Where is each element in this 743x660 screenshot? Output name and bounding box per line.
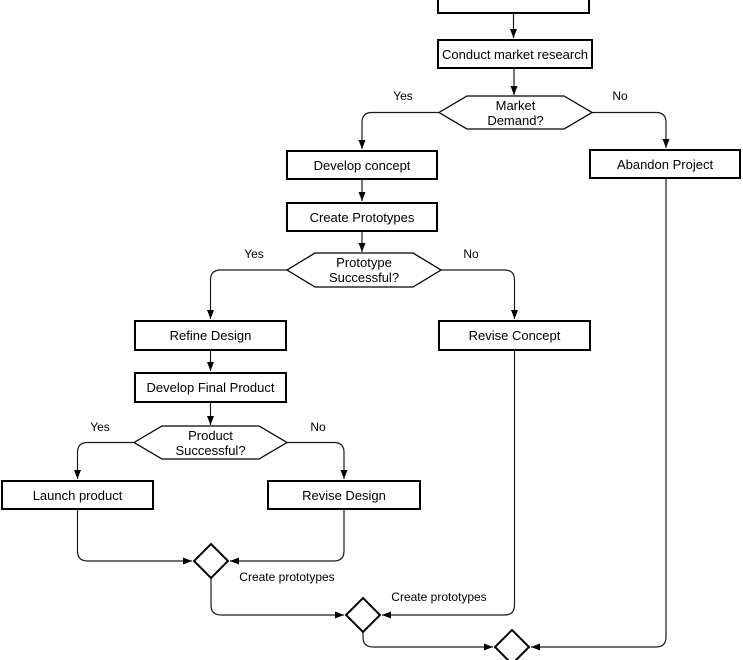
node-abandon-project[interactable]: Abandon Project xyxy=(589,149,741,179)
edge-label-market-no[interactable]: No xyxy=(612,89,628,103)
edge-label-prototype-no[interactable]: No xyxy=(463,247,479,261)
connector-prototype-yes[interactable] xyxy=(207,269,288,319)
edge-label-create-prototypes-2[interactable]: Create prototypes xyxy=(391,590,487,604)
decision-prototype-successful[interactable] xyxy=(285,252,443,288)
node-revise-design[interactable]: Revise Design xyxy=(267,480,421,510)
decision-line2: Successful? xyxy=(328,270,400,285)
connector-abandon-to-merge3[interactable] xyxy=(531,179,667,651)
node-develop-concept[interactable]: Develop concept xyxy=(286,150,438,180)
node-label: Conduct market research xyxy=(442,46,588,62)
decision-prototype-successful-label: Prototype Successful? xyxy=(287,254,441,286)
connector-revise-concept-to-merge2[interactable] xyxy=(382,351,516,619)
node-develop-final-product[interactable]: Develop Final Product xyxy=(134,372,287,403)
edge-label-market-yes[interactable]: Yes xyxy=(393,89,413,103)
connector-market-no[interactable] xyxy=(592,111,670,149)
decision-line1: Product xyxy=(188,428,233,443)
edge-label-create-prototypes-1[interactable]: Create prototypes xyxy=(239,570,335,584)
node-label: Revise Design xyxy=(302,487,386,503)
node-create-prototypes[interactable]: Create Prototypes xyxy=(286,202,438,232)
merge-diamond-2[interactable] xyxy=(344,596,382,634)
decision-line2: Successful? xyxy=(175,443,246,458)
edge-label-product-no[interactable]: No xyxy=(310,420,326,434)
node-top-partial[interactable] xyxy=(437,0,590,14)
decision-line2: Demand? xyxy=(487,112,544,128)
decision-line1: Market xyxy=(495,97,536,113)
node-launch-product[interactable]: Launch product xyxy=(1,480,154,510)
decision-market-demand-label: Market Demand? xyxy=(439,97,592,128)
connector-launch-to-merge1[interactable] xyxy=(76,510,193,565)
connector-product-no[interactable] xyxy=(287,441,348,480)
decision-product-successful-label: Product Successful? xyxy=(134,427,287,459)
node-label: Develop concept xyxy=(313,157,411,173)
node-label: Abandon Project xyxy=(616,156,714,172)
connector-prototype-no[interactable] xyxy=(441,269,518,319)
node-label: Develop Final Product xyxy=(146,380,275,395)
merge-diamond-1[interactable] xyxy=(192,542,230,580)
node-label: Refine Design xyxy=(169,328,252,343)
node-revise-concept[interactable]: Revise Concept xyxy=(438,320,591,351)
edge-label-prototype-yes[interactable]: Yes xyxy=(244,247,264,261)
connector-revise-design-to-merge1[interactable] xyxy=(230,510,345,565)
connector-market-yes[interactable] xyxy=(358,111,439,150)
decision-product-successful[interactable] xyxy=(132,425,289,460)
connector-product-yes[interactable] xyxy=(74,441,135,480)
decision-market-demand[interactable] xyxy=(437,95,594,130)
node-label: Launch product xyxy=(32,487,123,503)
node-refine-design[interactable]: Refine Design xyxy=(134,320,287,351)
node-label: Create Prototypes xyxy=(309,209,415,225)
node-label: Revise Concept xyxy=(468,328,561,343)
decision-line1: Prototype xyxy=(336,255,392,270)
connector-merge2-to-merge3[interactable] xyxy=(362,632,493,651)
merge-diamond-3[interactable] xyxy=(493,628,531,660)
node-conduct-market-research[interactable]: Conduct market research xyxy=(437,39,593,69)
edge-label-product-yes[interactable]: Yes xyxy=(90,420,110,434)
connector-merge1-to-merge2[interactable] xyxy=(210,578,344,619)
